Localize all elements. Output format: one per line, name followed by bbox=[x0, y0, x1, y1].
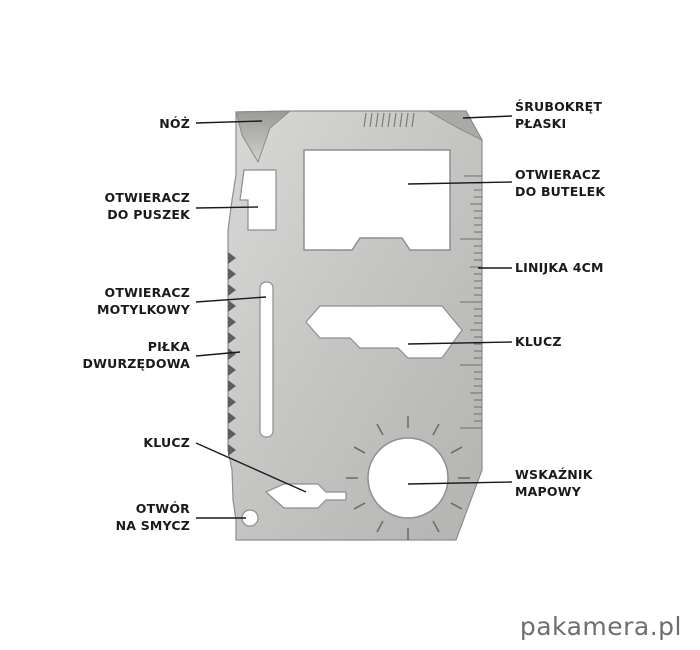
label-otwieracz-motylkowy: OTWIERACZ MOTYLKOWY bbox=[97, 285, 190, 317]
label-klucz-right: KLUCZ bbox=[515, 334, 562, 349]
label-wskaznik-mapowy: WSKAŹNIK MAPOWY bbox=[515, 467, 593, 499]
map-pointer-circle bbox=[367, 437, 449, 519]
wrench-cutout-right bbox=[305, 305, 463, 359]
leader-wskaznik bbox=[407, 481, 513, 485]
saw-teeth bbox=[228, 252, 236, 456]
map-pointer-ticks bbox=[346, 416, 470, 540]
multitool-card bbox=[227, 110, 484, 541]
leader-lines bbox=[195, 115, 513, 519]
grip-ridges bbox=[363, 112, 415, 128]
label-otwor-na-smycz: OTWÓR NA SMYCZ bbox=[115, 501, 190, 533]
leader-otwieracz-motylkowy bbox=[195, 296, 267, 303]
wrench-cutout-left bbox=[264, 483, 347, 509]
leader-klucz-left bbox=[195, 442, 307, 493]
leader-pilka bbox=[195, 351, 241, 357]
label-noz: NÓŻ bbox=[159, 116, 190, 131]
leader-srubokret bbox=[462, 115, 513, 119]
can-opener-slot bbox=[239, 169, 277, 231]
label-klucz-left: KLUCZ bbox=[143, 435, 190, 450]
knife-blade bbox=[235, 110, 292, 164]
label-otwieracz-do-butelek: OTWIERACZ DO BUTELEK bbox=[515, 167, 606, 199]
label-srubokret-plaski: ŚRUBOKRĘT PŁASKI bbox=[515, 99, 603, 131]
leader-otwieracz-puszek bbox=[195, 206, 259, 209]
leader-noz bbox=[195, 120, 263, 124]
leader-klucz-right bbox=[407, 341, 513, 345]
butterfly-opener-slot bbox=[259, 281, 274, 438]
bottle-opener-window bbox=[303, 149, 451, 251]
watermark-pakamera: pakamera.pl bbox=[519, 612, 682, 641]
leader-otwieracz-butelek bbox=[407, 181, 513, 185]
label-linijka-4cm: LINIJKA 4CM bbox=[515, 260, 604, 275]
label-pilka-dwurzedowa: PIŁKA DWURZĘDOWA bbox=[82, 339, 190, 371]
label-otwieracz-do-puszek: OTWIERACZ DO PUSZEK bbox=[104, 190, 190, 222]
